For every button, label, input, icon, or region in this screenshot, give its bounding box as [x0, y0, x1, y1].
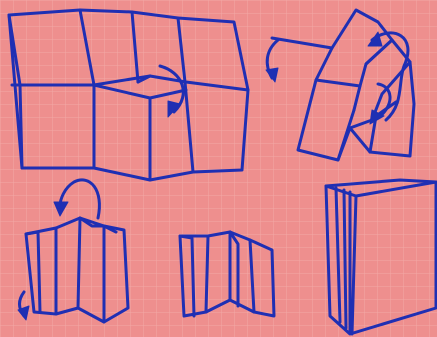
step-folding-in-progress [265, 8, 416, 162]
step-accordion-fold [17, 178, 130, 324]
step-finished-book [324, 178, 437, 336]
step-unfolded-sheet [7, 8, 250, 182]
step-small-book [178, 230, 276, 318]
